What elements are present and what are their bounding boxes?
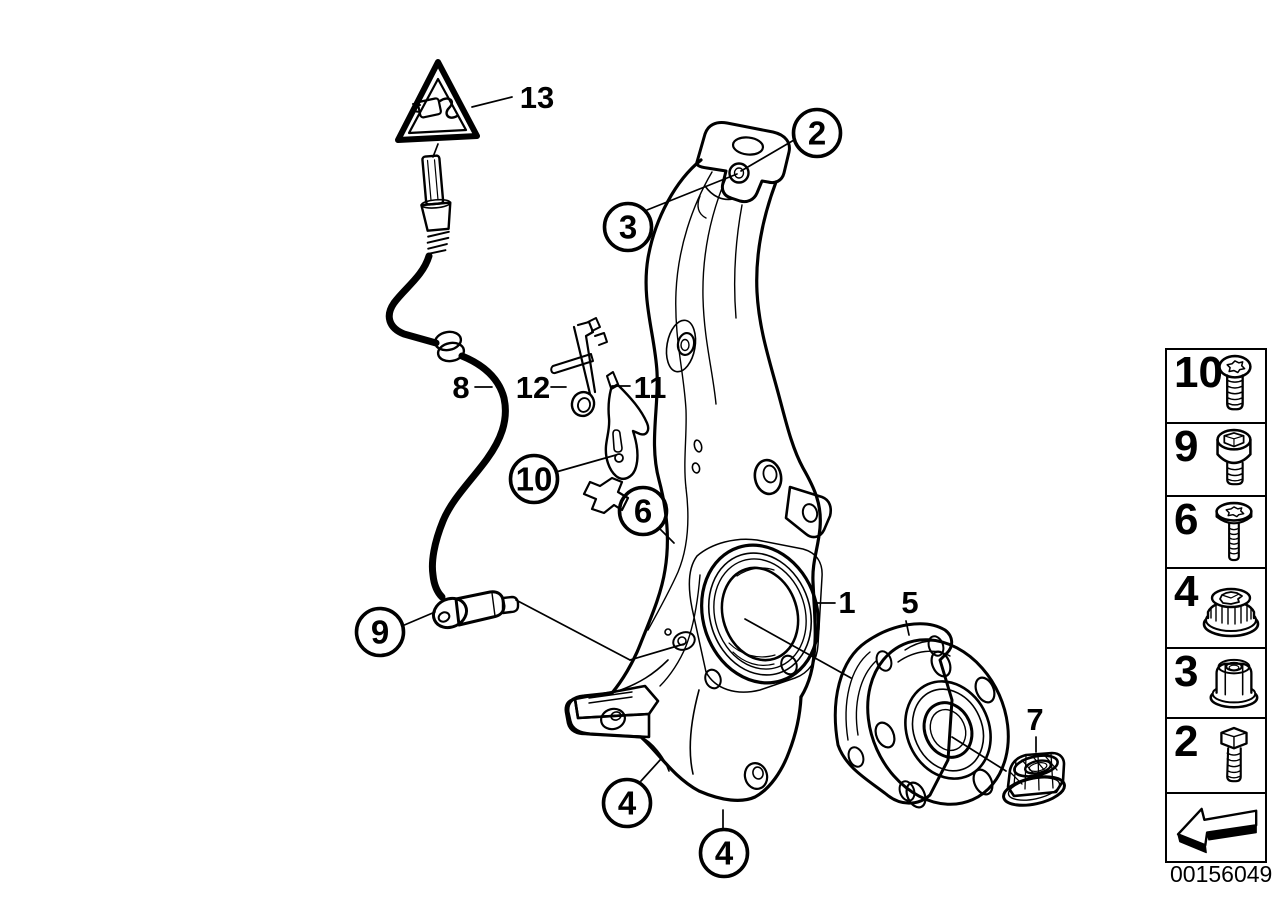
callout-11[interactable]: 11: [634, 370, 667, 405]
callout-2-circled[interactable]: 2: [791, 107, 843, 159]
callout-12[interactable]: 12: [516, 370, 550, 405]
svg-text:10: 10: [516, 461, 553, 498]
svg-text:5: 5: [901, 585, 918, 620]
svg-text:13: 13: [520, 80, 554, 115]
legend-number: 2: [1174, 717, 1199, 766]
leader-line: [640, 758, 662, 782]
svg-text:4: 4: [618, 785, 637, 822]
legend-row-arrow[interactable]: [1165, 792, 1267, 863]
callout-7[interactable]: 7: [1026, 702, 1043, 737]
legend-number: 10: [1174, 348, 1223, 397]
callout-3-circled[interactable]: 3: [602, 201, 654, 253]
legend-number: 4: [1174, 567, 1199, 616]
axle-nut-drawing: [1002, 751, 1066, 807]
leader-line: [951, 736, 1007, 772]
callout-10-circled[interactable]: 10: [508, 453, 560, 505]
leader-line: [515, 599, 631, 661]
leader-line: [905, 620, 910, 636]
direction-arrow-icon: [1176, 807, 1258, 854]
legend-row-2[interactable]: 2: [1165, 717, 1267, 794]
callout-4-circled[interactable]: 4: [698, 827, 750, 879]
svg-text:6: 6: [634, 493, 652, 530]
leader-line: [401, 611, 436, 627]
hex-bolt-icon: [1220, 726, 1248, 783]
svg-text:1: 1: [838, 585, 855, 620]
callout-6-circled[interactable]: 6: [617, 485, 669, 537]
svg-text:9: 9: [371, 614, 389, 651]
leader-line: [744, 618, 852, 679]
leader-line: [432, 143, 439, 158]
axle-collar-nut-icon: [1202, 587, 1260, 638]
legend-row-3[interactable]: 3: [1165, 647, 1267, 719]
callout-13[interactable]: 13: [520, 80, 554, 115]
leader-lines: [401, 96, 1037, 830]
callout-5[interactable]: 5: [901, 585, 918, 620]
callout-4-circled[interactable]: 4: [601, 777, 653, 829]
svg-text:4: 4: [715, 835, 734, 872]
svg-text:3: 3: [619, 209, 637, 246]
hex-flange-nut-icon: [1209, 658, 1259, 709]
legend-row-4[interactable]: 4: [1165, 567, 1267, 649]
legend-row-9[interactable]: 9: [1165, 422, 1267, 497]
svg-text:11: 11: [634, 370, 667, 405]
leader-line: [740, 139, 795, 172]
torx-pan-head-screw-icon: [1215, 501, 1253, 562]
leader-line: [659, 528, 675, 544]
legend-row-10[interactable]: 10: [1165, 348, 1267, 424]
callout-1[interactable]: 1: [838, 585, 855, 620]
leader-line: [471, 96, 513, 108]
wheel-hub-drawing: [833, 622, 1010, 809]
legend-number: 3: [1174, 647, 1199, 696]
cable-bracket-drawing: [550, 317, 608, 418]
steering-knuckle-drawing: [564, 121, 833, 802]
svg-text:2: 2: [808, 115, 826, 152]
legend-number: 6: [1174, 495, 1199, 544]
document-number: 00156049: [1170, 861, 1273, 887]
leader-line: [555, 454, 617, 473]
callout-9-circled[interactable]: 9: [354, 606, 406, 658]
svg-text:12: 12: [516, 370, 550, 405]
svg-text:8: 8: [452, 370, 469, 405]
warning-triangle-connector-icon: [395, 59, 480, 143]
svg-text:7: 7: [1026, 702, 1043, 737]
hex-socket-head-screw-icon: [1216, 428, 1252, 486]
legend-number: 9: [1174, 422, 1199, 471]
leader-line: [629, 643, 685, 661]
callout-layer: 13 2 3 8 12 11 10 6 9 1 5 7 4 4: [354, 80, 1044, 879]
torx-button-head-screw-icon: [1218, 354, 1252, 411]
abs-sensor-cable-drawing: [385, 154, 520, 630]
legend-row-6[interactable]: 6: [1165, 495, 1267, 569]
sensor-bracket-drawing: [582, 371, 650, 515]
callout-8[interactable]: 8: [452, 370, 469, 405]
leader-line: [646, 173, 738, 211]
